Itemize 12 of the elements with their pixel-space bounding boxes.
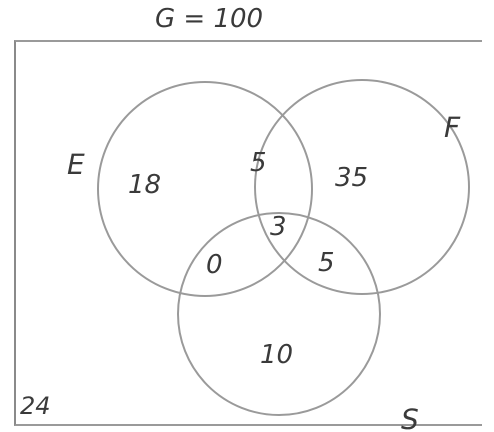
region-count: 5	[250, 150, 267, 176]
region-count: 35	[335, 165, 368, 191]
region-count: 18	[128, 172, 162, 198]
region-count: 3	[270, 214, 287, 240]
set-label: S	[401, 406, 419, 432]
set-label: E	[67, 151, 85, 179]
region-count: 5	[318, 250, 335, 276]
set-label: F	[444, 114, 460, 142]
region-count: 10	[260, 342, 294, 368]
region-count: 0	[206, 252, 223, 278]
outside-count: 24	[20, 394, 51, 418]
title: G = 100	[155, 6, 264, 32]
